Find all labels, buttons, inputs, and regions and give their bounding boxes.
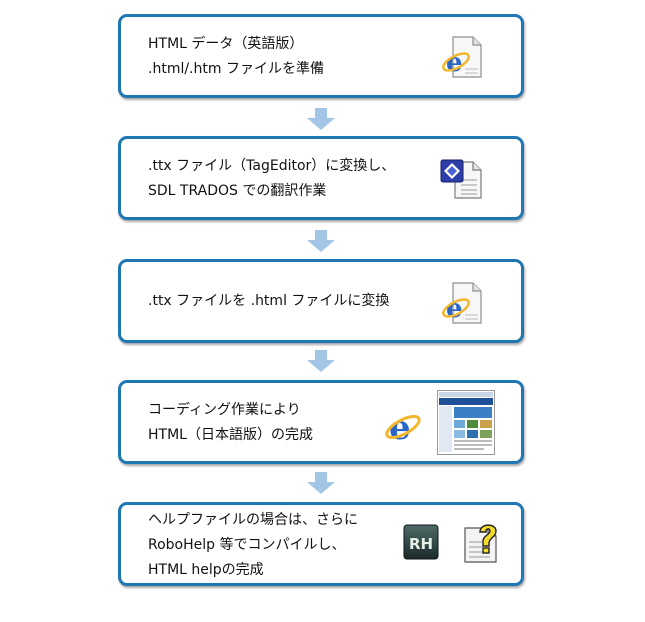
step-5-line-3: HTML helpの完成: [148, 562, 264, 578]
help-file-icon: [464, 524, 497, 563]
step-5-line-1: ヘルプファイルの場合は、さらに: [148, 512, 358, 528]
step-5-text: ヘルプファイルの場合は、さらに RoboHelp 等でコンパイルし、 HTML …: [148, 508, 358, 583]
step-3-box: .ttx ファイルを .html ファイルに変換 e: [118, 259, 524, 343]
robohelp-rh-label: RH: [409, 535, 433, 553]
robohelp-rh-icon: RH: [403, 524, 439, 560]
step-1-line-2: .html/.htm ファイルを準備: [148, 61, 324, 77]
step-5-box: ヘルプファイルの場合は、さらに RoboHelp 等でコンパイルし、 HTML …: [118, 502, 524, 586]
flow-arrow-1: [307, 108, 335, 130]
step-2-line-1: .ttx ファイル（TagEditor）に変換し、: [148, 158, 396, 174]
tageditor-ttx-file-icon: [440, 159, 482, 199]
flow-arrow-2: [307, 230, 335, 252]
step-2-text: .ttx ファイル（TagEditor）に変換し、 SDL TRADOS での翻…: [148, 154, 395, 204]
ie-document-icon: e: [442, 36, 482, 78]
step-4-line-1: コーディング作業により: [148, 402, 301, 418]
step-1-line-1: HTML データ（英語版）: [148, 36, 304, 52]
step-1-text: HTML データ（英語版） .html/.htm ファイルを準備: [148, 32, 324, 82]
flow-arrow-3: [307, 350, 335, 372]
svg-text:e: e: [446, 294, 463, 324]
step-5-line-2: RoboHelp 等でコンパイルし、: [148, 537, 346, 553]
step-3-line-1: .ttx ファイルを .html ファイルに変換: [148, 293, 390, 309]
flow-arrow-4: [307, 472, 335, 494]
step-4-text: コーディング作業により HTML（日本語版）の完成: [148, 398, 313, 448]
step-4-line-2: HTML（日本語版）の完成: [148, 427, 313, 443]
svg-text:e: e: [446, 48, 463, 78]
webpage-thumbnail-icon: [437, 390, 495, 455]
step-1-box: HTML データ（英語版） .html/.htm ファイルを準備 e: [118, 14, 524, 98]
step-2-line-2: SDL TRADOS での翻訳作業: [148, 183, 327, 199]
step-3-text: .ttx ファイルを .html ファイルに変換: [148, 289, 389, 314]
ie-document-icon: e: [442, 282, 482, 324]
step-4-box: コーディング作業により HTML（日本語版）の完成 e: [118, 380, 524, 464]
internet-explorer-icon: e: [385, 408, 421, 445]
step-2-box: .ttx ファイル（TagEditor）に変換し、 SDL TRADOS での翻…: [118, 136, 524, 220]
